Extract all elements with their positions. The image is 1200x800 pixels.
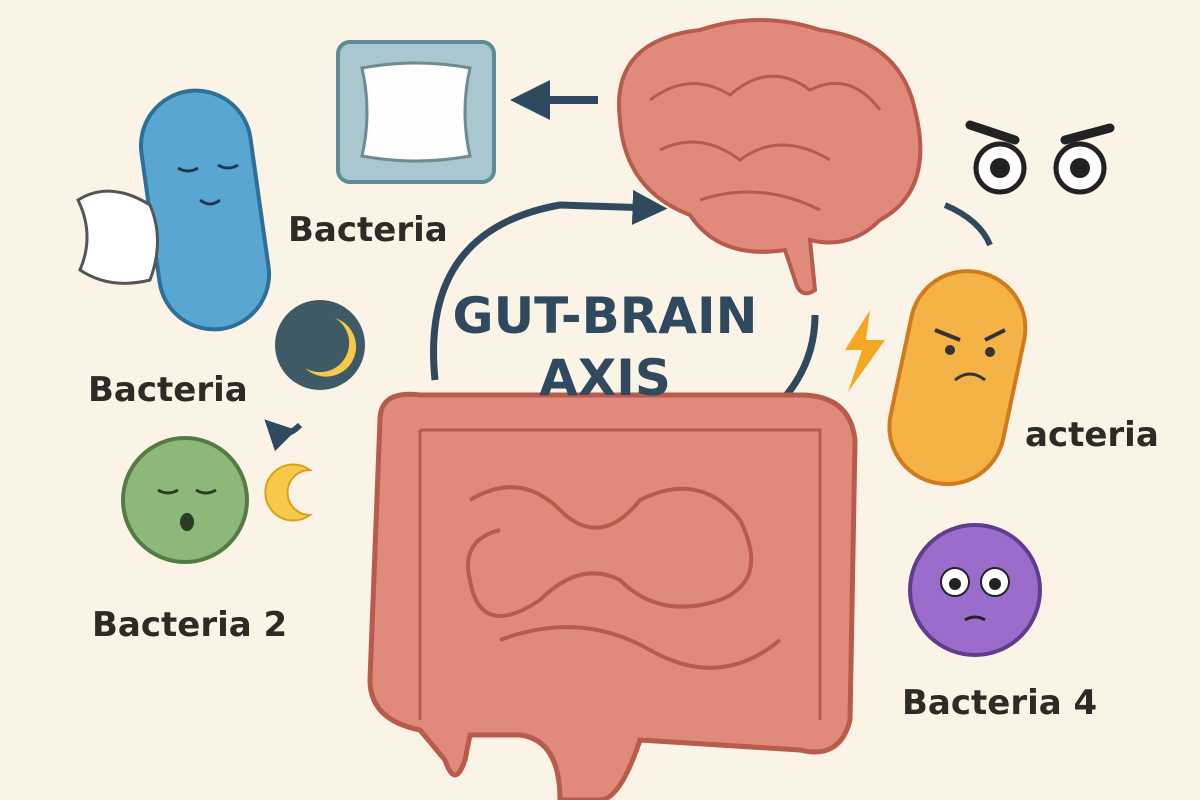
angry-eyes-icon	[965, 120, 1115, 195]
label-bacteria-2: Bacteria 2	[92, 605, 288, 645]
purple-worried-bacteria-icon	[908, 523, 1042, 657]
blue-sleepy-bacteria-icon	[76, 88, 272, 332]
green-sleeping-bacteria-icon	[121, 436, 249, 564]
title-line-1: GUT-BRAIN	[452, 287, 758, 345]
label-top-bacteria: Bacteria	[288, 210, 448, 250]
connector-line	[943, 202, 993, 247]
label-left-bacteria: Bacteria	[88, 370, 248, 410]
diagram-title: GUT-BRAIN AXIS	[440, 285, 770, 409]
orange-angry-bacteria-icon	[887, 269, 1028, 487]
pillow-icon	[336, 40, 496, 184]
small-arrow	[264, 419, 303, 452]
label-right-bacteria: acteria	[1025, 415, 1159, 455]
crescent-moon-icon	[264, 463, 314, 522]
title-line-2: AXIS	[539, 349, 671, 407]
moon-icon	[275, 300, 365, 390]
label-bacteria-4: Bacteria 4	[902, 683, 1098, 723]
arrow-gut-to-brain	[430, 189, 668, 381]
brain-icon	[617, 18, 923, 296]
intestine-icon	[367, 391, 858, 800]
lightning-icon	[845, 310, 885, 392]
